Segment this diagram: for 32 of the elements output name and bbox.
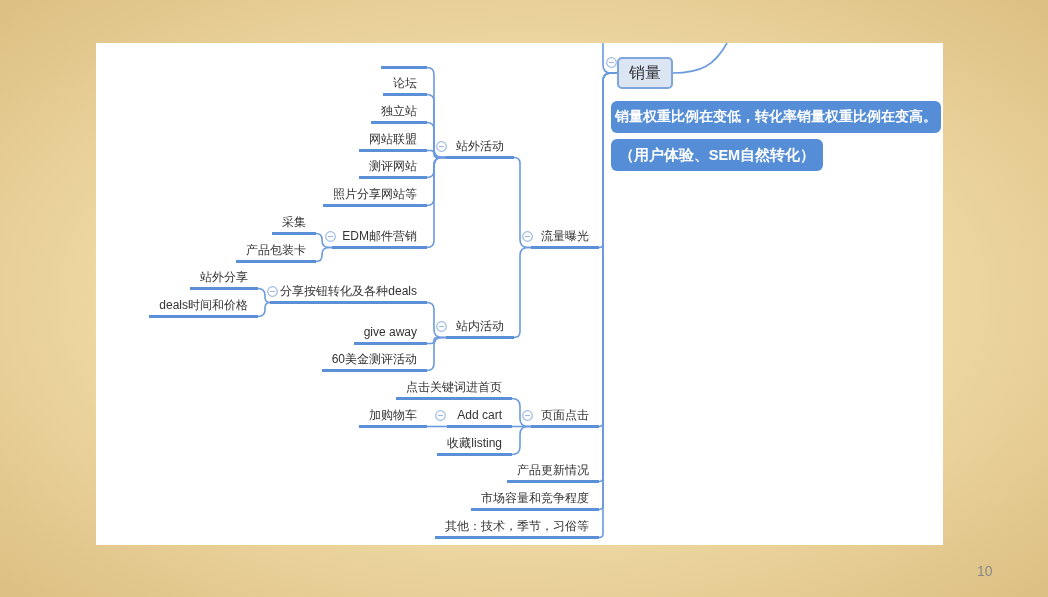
branch-topic: Add cart	[447, 407, 512, 428]
callout-box: （用户体验、SEM自然转化）	[611, 139, 823, 171]
branch-topic: 采集	[272, 214, 316, 235]
branch-topic: 照片分享网站等	[323, 186, 427, 207]
branch-topic: deals时间和价格	[149, 297, 258, 318]
branch-topic: 其他：技术，季节，习俗等	[435, 518, 599, 539]
branch-topic: 独立站	[371, 103, 427, 124]
connector-line	[426, 425, 449, 428]
branch-topic: 60美金测评活动	[321, 351, 427, 372]
branch-topic: 网站联盟	[359, 131, 427, 152]
page-number: 10	[977, 563, 993, 579]
branch-topic: 收藏listing	[437, 435, 512, 456]
connector-line	[511, 425, 532, 456]
branch-topic: 市场容量和竞争程度	[471, 490, 599, 511]
branch-topic: 加购物车	[359, 407, 427, 428]
topic-underline	[381, 66, 427, 69]
branch-topic: 产品更新情况	[507, 462, 599, 483]
branch-topic: 点击关键词进首页	[396, 379, 512, 400]
connector-line	[426, 156, 447, 249]
branch-topic: give away	[353, 324, 427, 345]
branch-topic: 站外分享	[190, 269, 258, 290]
branch-topic: 产品包装卡	[236, 242, 316, 263]
connector-line	[672, 42, 728, 74]
connector-line	[513, 246, 532, 339]
connector-line	[257, 287, 272, 304]
branch-topic: 论坛	[383, 75, 427, 96]
connector-line	[426, 336, 447, 372]
connector-line	[315, 246, 334, 263]
branch-topic: 测评网站	[359, 158, 427, 179]
topic-box: 销量	[617, 57, 673, 89]
callout-box: 销量权重比例在变低，转化率销量权重比例在变高。	[611, 101, 941, 133]
connector-line	[257, 301, 272, 318]
